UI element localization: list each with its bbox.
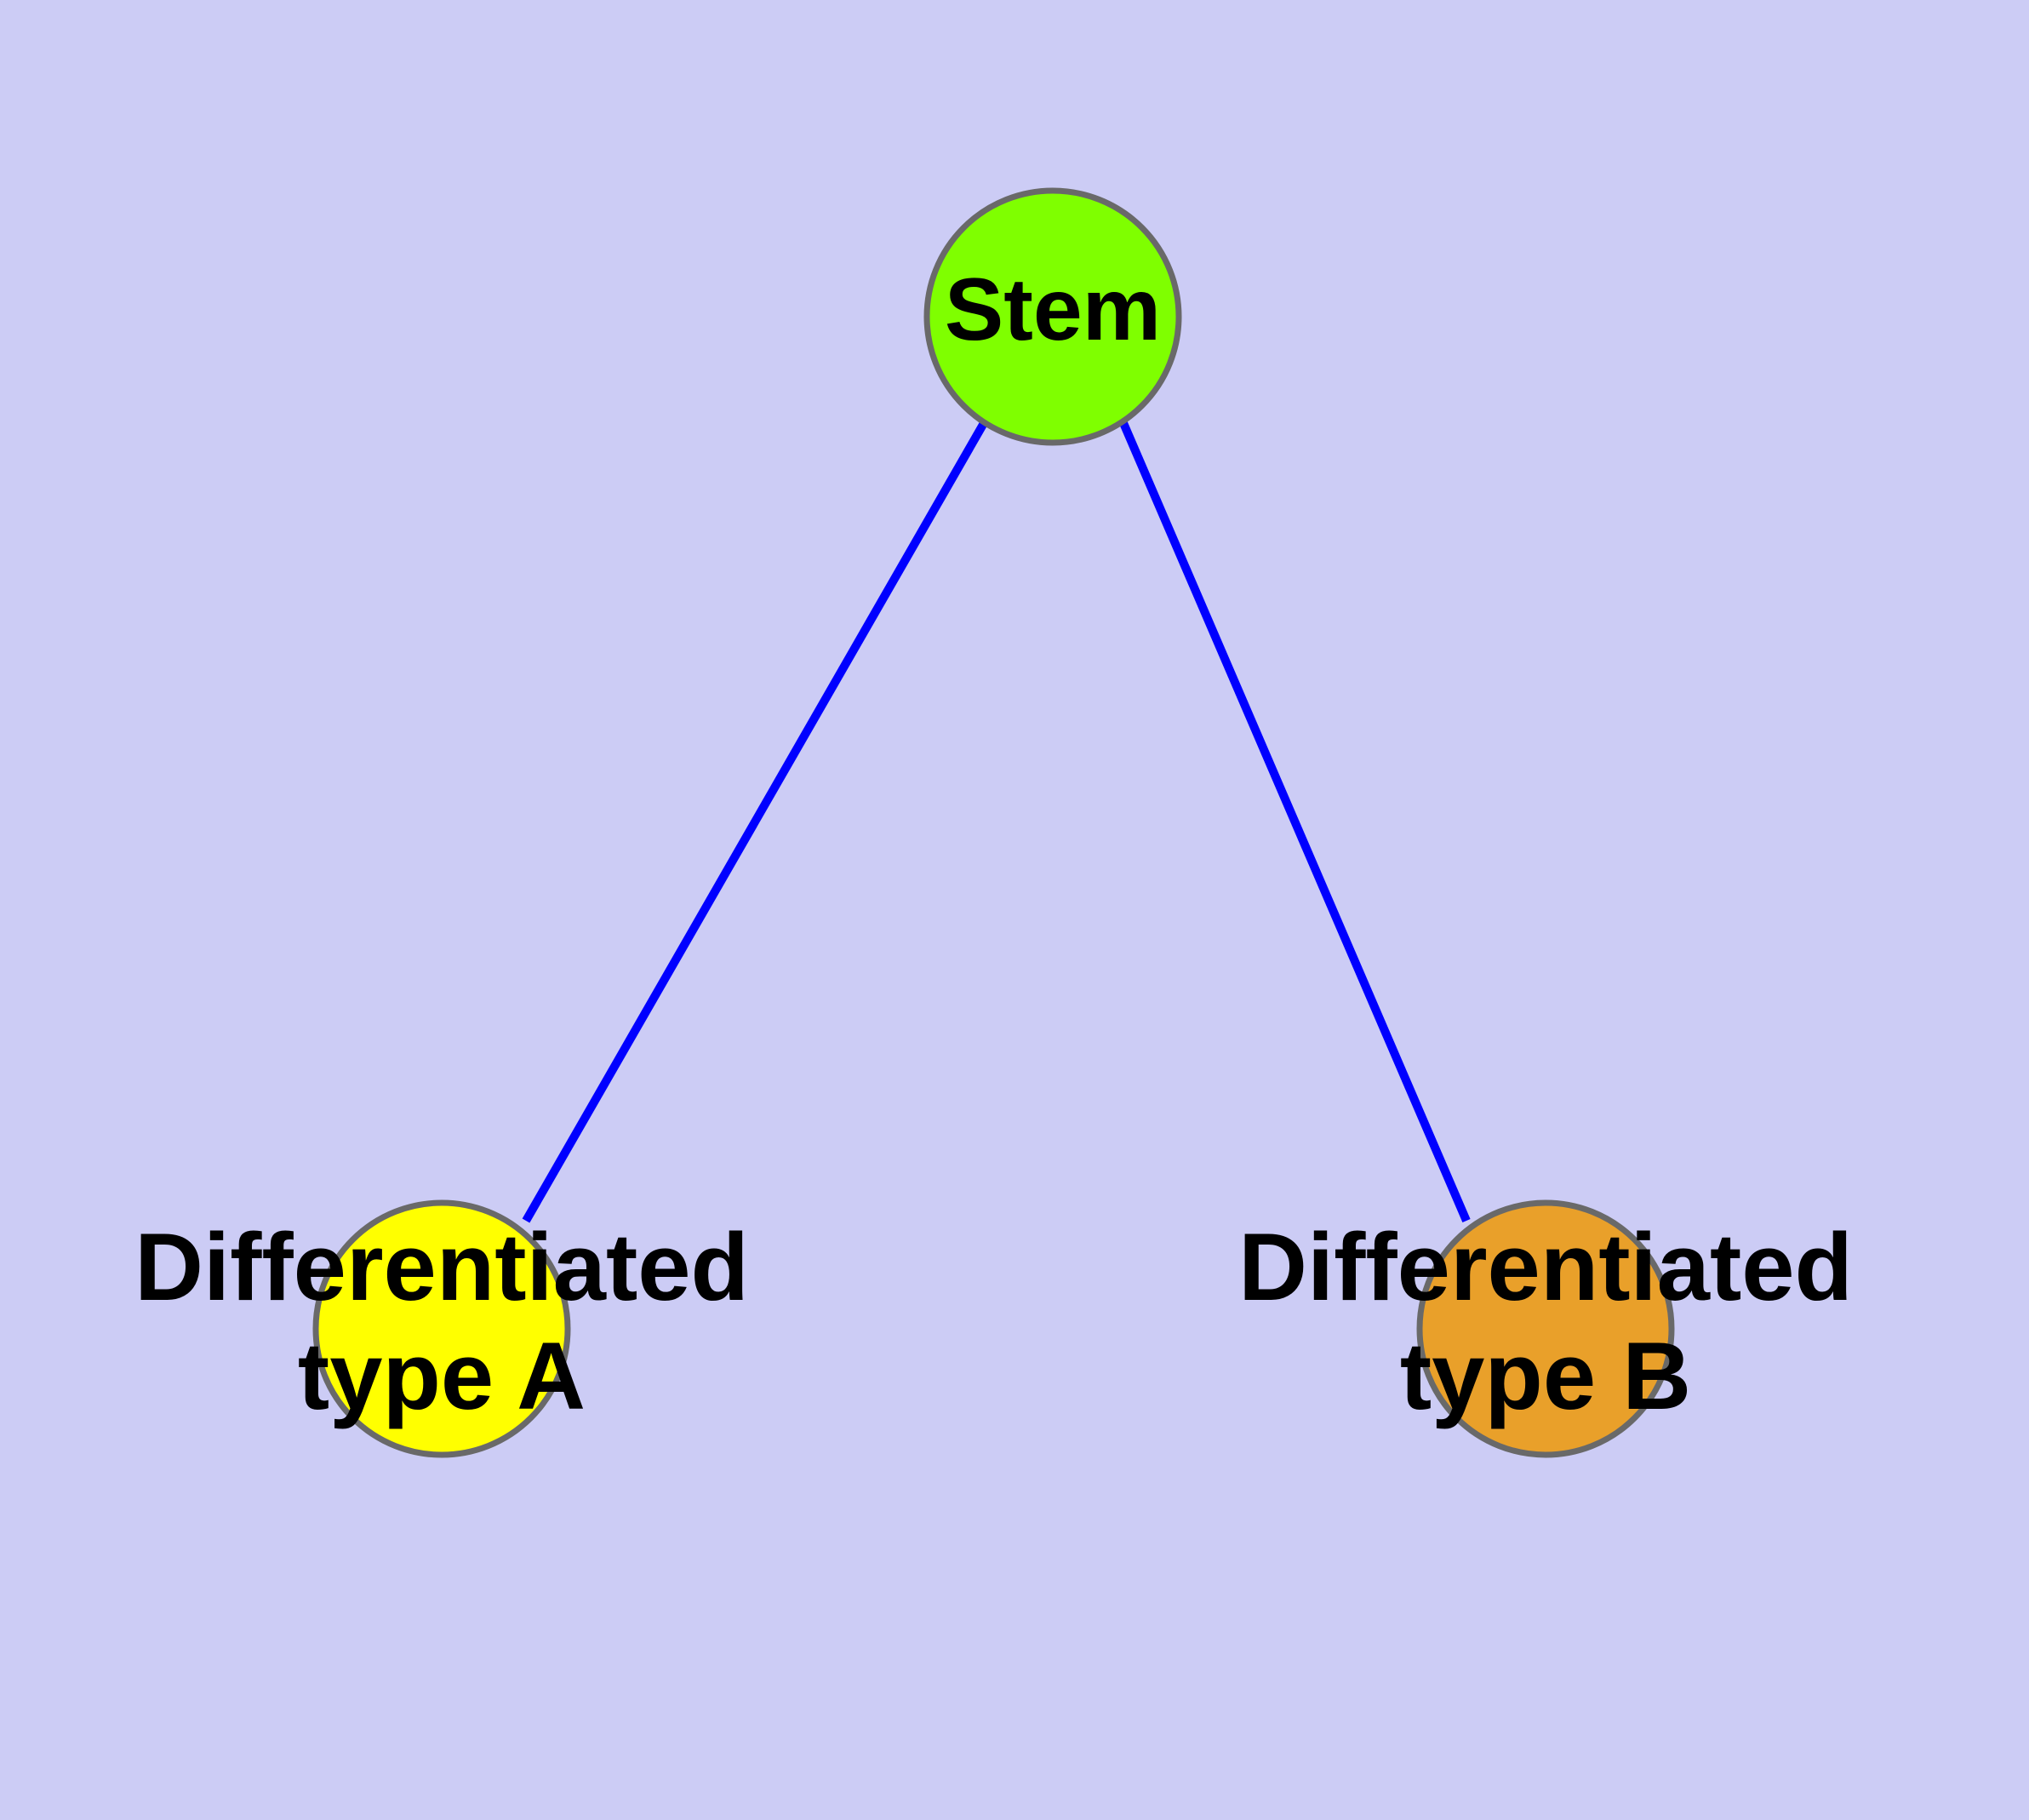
node-circle-diff_a[interactable] — [312, 1199, 571, 1458]
node-label-line: Differentiated — [1238, 1214, 1853, 1320]
node-label-line: type A — [298, 1322, 586, 1428]
node-label-line: Differentiated — [134, 1214, 749, 1320]
edge-stem-to-b[interactable] — [1119, 421, 1471, 1222]
edge-stem-to-a[interactable] — [522, 421, 988, 1223]
node-circle-stem[interactable] — [923, 187, 1182, 446]
node-stem[interactable]: Stem — [923, 187, 1182, 446]
node-label-line: Stem — [945, 260, 1161, 359]
edge-layer — [522, 421, 1471, 1223]
node-label-line: type B — [1400, 1322, 1691, 1428]
node-circle-diff_b[interactable] — [1416, 1199, 1675, 1458]
node-label-stem: Stem — [945, 260, 1161, 359]
